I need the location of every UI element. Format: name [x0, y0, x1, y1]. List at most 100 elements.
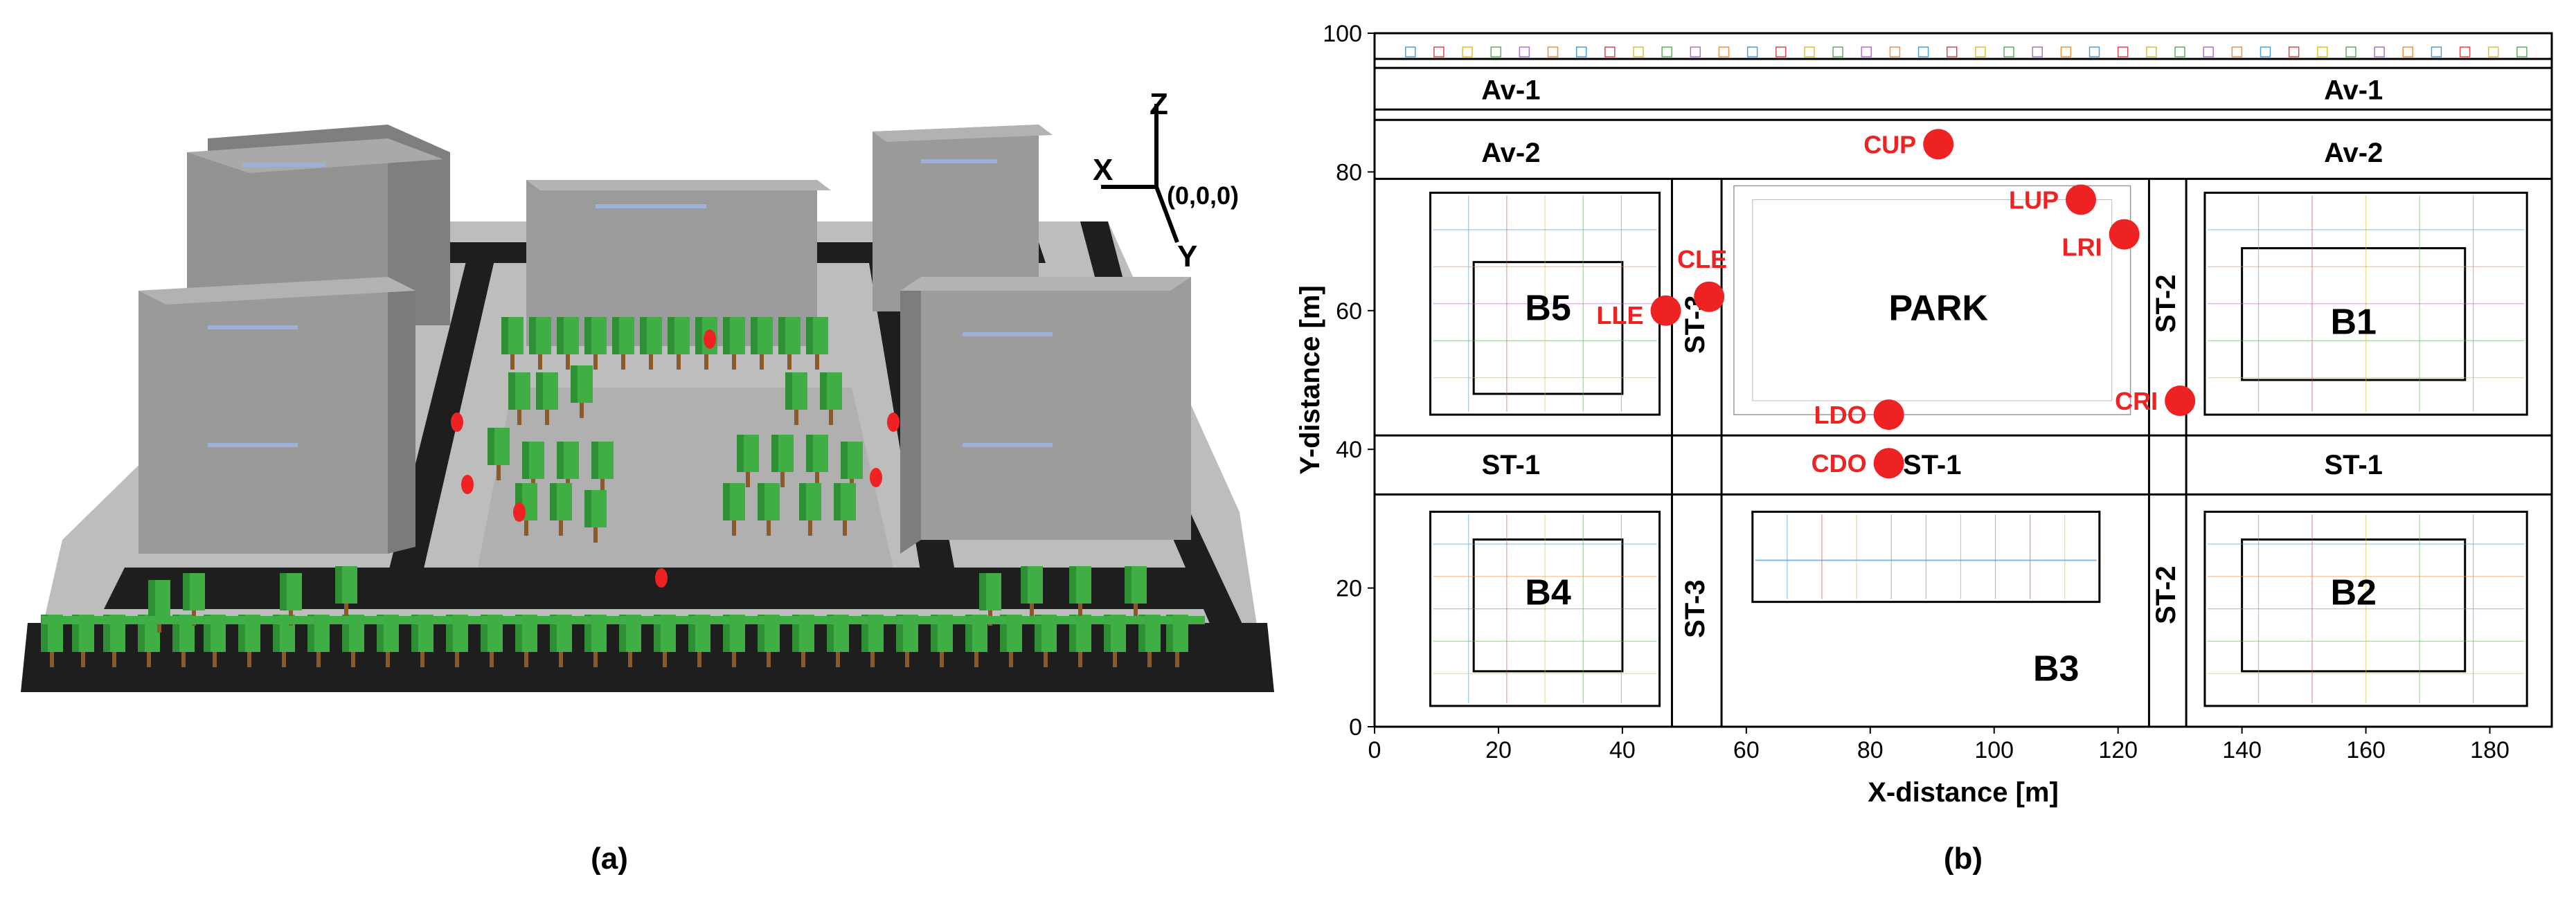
building-3d-front-left [138, 277, 415, 554]
region-label-av2: Av-2 [1481, 138, 1540, 168]
receiver-label: CUP [1863, 130, 1916, 158]
window-rows [208, 159, 1053, 447]
facade-marker [2174, 46, 2185, 57]
trees-3d [41, 317, 1188, 667]
tree [1021, 566, 1043, 619]
facade-marker [1889, 46, 1901, 57]
facade-marker [1746, 46, 1758, 57]
tree [737, 435, 759, 487]
region-label-av2: Av-2 [2324, 138, 2383, 168]
facade-marker [1975, 46, 1986, 57]
caption-b: (b) [1944, 842, 1983, 876]
tree [529, 317, 551, 370]
region-label-b2: B2 [2330, 572, 2376, 613]
receiver-point [2109, 219, 2140, 250]
facade-marker [1917, 46, 1929, 57]
building-b1 [2241, 247, 2467, 381]
x-tick-label: 180 [2470, 737, 2510, 763]
park-inner [1752, 199, 2113, 401]
tree [799, 483, 821, 536]
park-plaza-3d [478, 388, 893, 568]
receiver-label: CDO [1812, 449, 1867, 478]
region-label-b1: B1 [2330, 302, 2376, 343]
receiver-label: LUP [2009, 185, 2059, 214]
receiver-point [1694, 281, 1725, 312]
tree [550, 483, 572, 536]
region-label-b4: B4 [1525, 572, 1571, 613]
tree [758, 483, 780, 536]
x-tick-label: 160 [2346, 737, 2386, 763]
building-3d-front-right [900, 277, 1191, 554]
receiver-point [2165, 386, 2196, 417]
receiver-point [1873, 448, 1904, 479]
facade-marker [1490, 46, 1501, 57]
y-tick-label: 20 [1336, 576, 1362, 602]
region-label-st3: ST-3 [1680, 579, 1710, 637]
receiver-label: CRI [2115, 387, 2158, 415]
block-b3-facade [1751, 510, 2101, 604]
facade-marker [2317, 46, 2328, 57]
tree [751, 317, 773, 370]
tree [723, 483, 745, 536]
tree [640, 317, 662, 370]
tree [501, 317, 524, 370]
facade-marker [1575, 46, 1587, 57]
y-axis-title: Y-distance [m] [1295, 285, 1325, 474]
x-tick-label: 0 [1368, 737, 1381, 763]
region-label-park: PARK [1888, 289, 1988, 329]
region-label-st1: ST-1 [1482, 450, 1540, 480]
facade-marker [2516, 46, 2528, 57]
facade-marker [2374, 46, 2385, 57]
axes-3d-indicator [1101, 104, 1179, 244]
x-tick-label: 100 [1974, 737, 2014, 763]
tree [771, 435, 794, 487]
building-b5 [1472, 261, 1624, 395]
facade-marker [1433, 46, 1444, 57]
x-tick-label: 140 [2222, 737, 2262, 763]
facade-marker [2345, 46, 2356, 57]
tree [785, 372, 807, 425]
receiver-point [1873, 399, 1904, 431]
facade-marker [1661, 46, 1672, 57]
receiver-point [2066, 184, 2096, 215]
block-b2-outline [2203, 510, 2528, 707]
receiver-point [1650, 295, 1681, 326]
facade-marker [1861, 46, 1872, 57]
region-label-st2: ST-2 [2151, 565, 2181, 624]
facade-marker [2402, 46, 2414, 57]
x-axis-title: X-distance [m] [1868, 777, 2059, 808]
receiver-label: CLE [1677, 245, 1727, 273]
tree [148, 580, 170, 633]
road-st1-3d [104, 568, 1205, 609]
axis-z-label: Z [1150, 87, 1168, 121]
facade-marker [2003, 46, 2014, 57]
receiver-label: LDO [1814, 401, 1867, 429]
facade-marker [2088, 46, 2100, 57]
urban-3d-view: Z X Y (0,0,0) [21, 87, 1274, 692]
building-b2 [2241, 538, 2467, 673]
y-tick-label: 60 [1336, 298, 1362, 325]
tree [557, 442, 579, 494]
tree [1069, 566, 1091, 619]
axis-y-label: Y [1177, 239, 1197, 273]
facade-marker [1519, 46, 1530, 57]
tree [335, 566, 357, 619]
x-tick-label: 40 [1609, 737, 1636, 763]
facade-marker [1804, 46, 1815, 57]
x-tick-label: 20 [1485, 737, 1512, 763]
facade-marker [1404, 46, 1416, 57]
region-label-st2: ST-2 [2151, 275, 2181, 333]
road-outer [21, 623, 1274, 692]
region-label-b5: B5 [1525, 289, 1571, 329]
building-3d-back-right [873, 125, 1053, 311]
facade-marker [1462, 46, 1473, 57]
y-tick-label: 80 [1336, 159, 1362, 185]
facade-marker [2117, 46, 2129, 57]
tree [591, 442, 614, 494]
facade-marker [1604, 46, 1616, 57]
facade-marker [1832, 46, 1843, 57]
tree [508, 372, 530, 425]
